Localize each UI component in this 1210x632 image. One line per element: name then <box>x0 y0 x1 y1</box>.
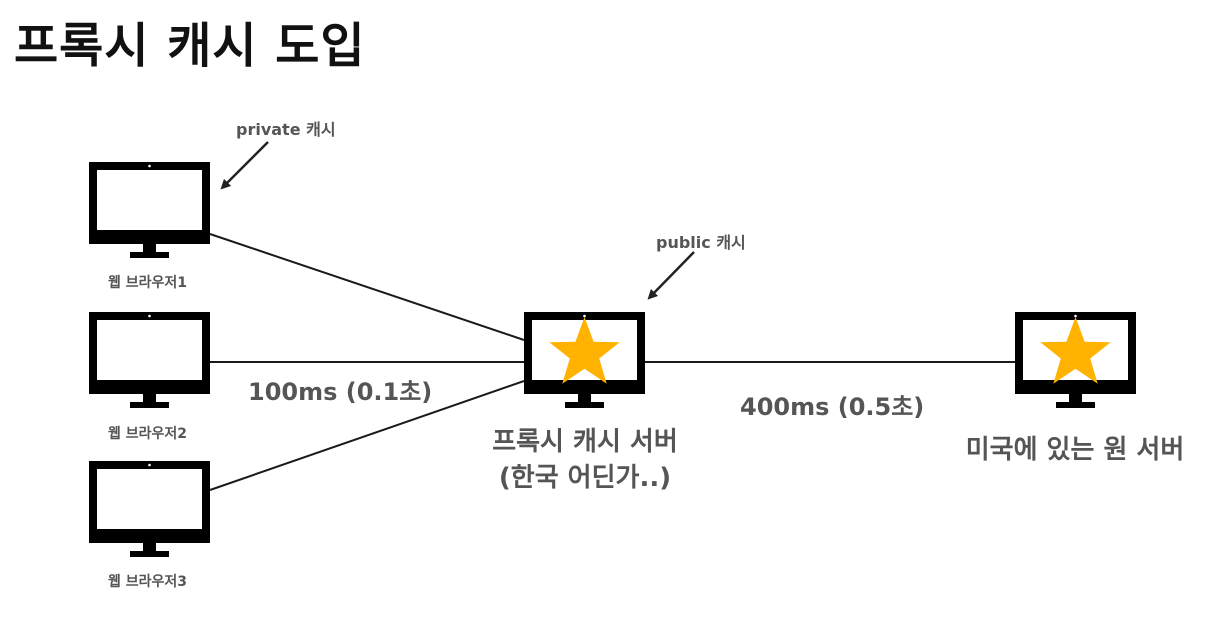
client-proxy-latency-label: 100ms (0.1초) <box>248 378 433 406</box>
proxy-server-monitor-icon <box>524 312 645 408</box>
origin-server-monitor-icon <box>1015 312 1136 408</box>
page-title: 프록시 캐시 도입 <box>14 18 366 74</box>
link-browser3-proxy <box>209 380 525 491</box>
public-cache-arrow-icon <box>647 251 695 300</box>
browser-label: 웹 브라우저2 <box>108 426 188 442</box>
proxy-server-label: 프록시 캐시 서버 (한국 어딘가..) <box>454 424 716 496</box>
cache-star-icon <box>1040 317 1111 384</box>
monitor-icon <box>89 162 210 258</box>
monitor-icon <box>89 312 210 408</box>
proxy-origin-latency-label: 400ms (0.5초) <box>740 393 925 421</box>
monitor-icon <box>89 461 210 557</box>
proxy-server-name: 프록시 캐시 서버 <box>492 427 678 457</box>
browser-label: 웹 브라우저3 <box>108 574 188 590</box>
private-cache-label: private 캐시 <box>236 120 336 139</box>
cache-star-icon <box>549 317 620 384</box>
link-browser1-proxy <box>209 233 525 341</box>
proxy-server-location: (한국 어딘가..) <box>498 463 672 493</box>
browser-label: 웹 브라우저1 <box>108 275 188 291</box>
private-cache-arrow-icon <box>220 141 269 190</box>
public-cache-label: public 캐시 <box>656 233 746 252</box>
origin-server-label: 미국에 있는 원 서버 <box>965 435 1185 465</box>
